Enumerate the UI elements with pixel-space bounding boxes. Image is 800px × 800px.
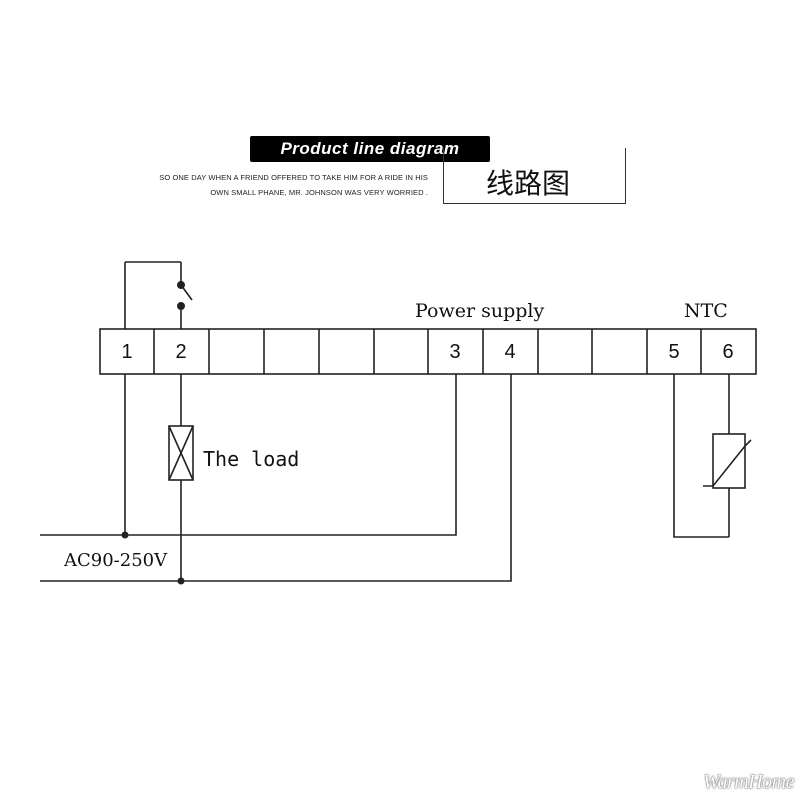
power-supply-label: Power supply: [415, 300, 545, 322]
chinese-title-box: [443, 148, 626, 204]
ntc-label: NTC: [684, 300, 728, 322]
terminal-label-4: 4: [504, 341, 516, 363]
load-label: The load: [203, 447, 300, 471]
thermistor-symbol: [703, 433, 752, 489]
junction-dot-1: [121, 531, 129, 539]
watermark-logo: WarmHome: [703, 771, 794, 793]
diagram-title: Product line diagram: [250, 136, 490, 162]
caption-line-1: SO ONE DAY WHEN A FRIEND OFFERED TO TAKE…: [159, 173, 428, 182]
ntc-wire-5: [673, 374, 729, 538]
terminal-label-3: 3: [449, 341, 461, 363]
chinese-title: 线路图: [486, 167, 571, 200]
ac-line-1: [40, 374, 457, 536]
ac-line-2: [40, 374, 512, 582]
terminal-label-2: 2: [175, 341, 187, 363]
terminal-label-6: 6: [722, 341, 734, 363]
caption-text: SO ONE DAY WHEN A FRIEND OFFERED TO TAKE…: [138, 170, 428, 200]
relay-switch: [124, 261, 193, 329]
caption-line-2: OWN SMALL PHANE, MR. JOHNSON WAS VERY WO…: [210, 188, 428, 197]
terminal-label-5: 5: [668, 341, 680, 363]
terminal-label-1: 1: [121, 341, 133, 363]
terminal-dividers: [153, 329, 702, 374]
load-symbol: [168, 425, 194, 481]
ac-voltage-label: AC90-250V: [64, 550, 168, 571]
junction-dot-2: [177, 577, 185, 585]
